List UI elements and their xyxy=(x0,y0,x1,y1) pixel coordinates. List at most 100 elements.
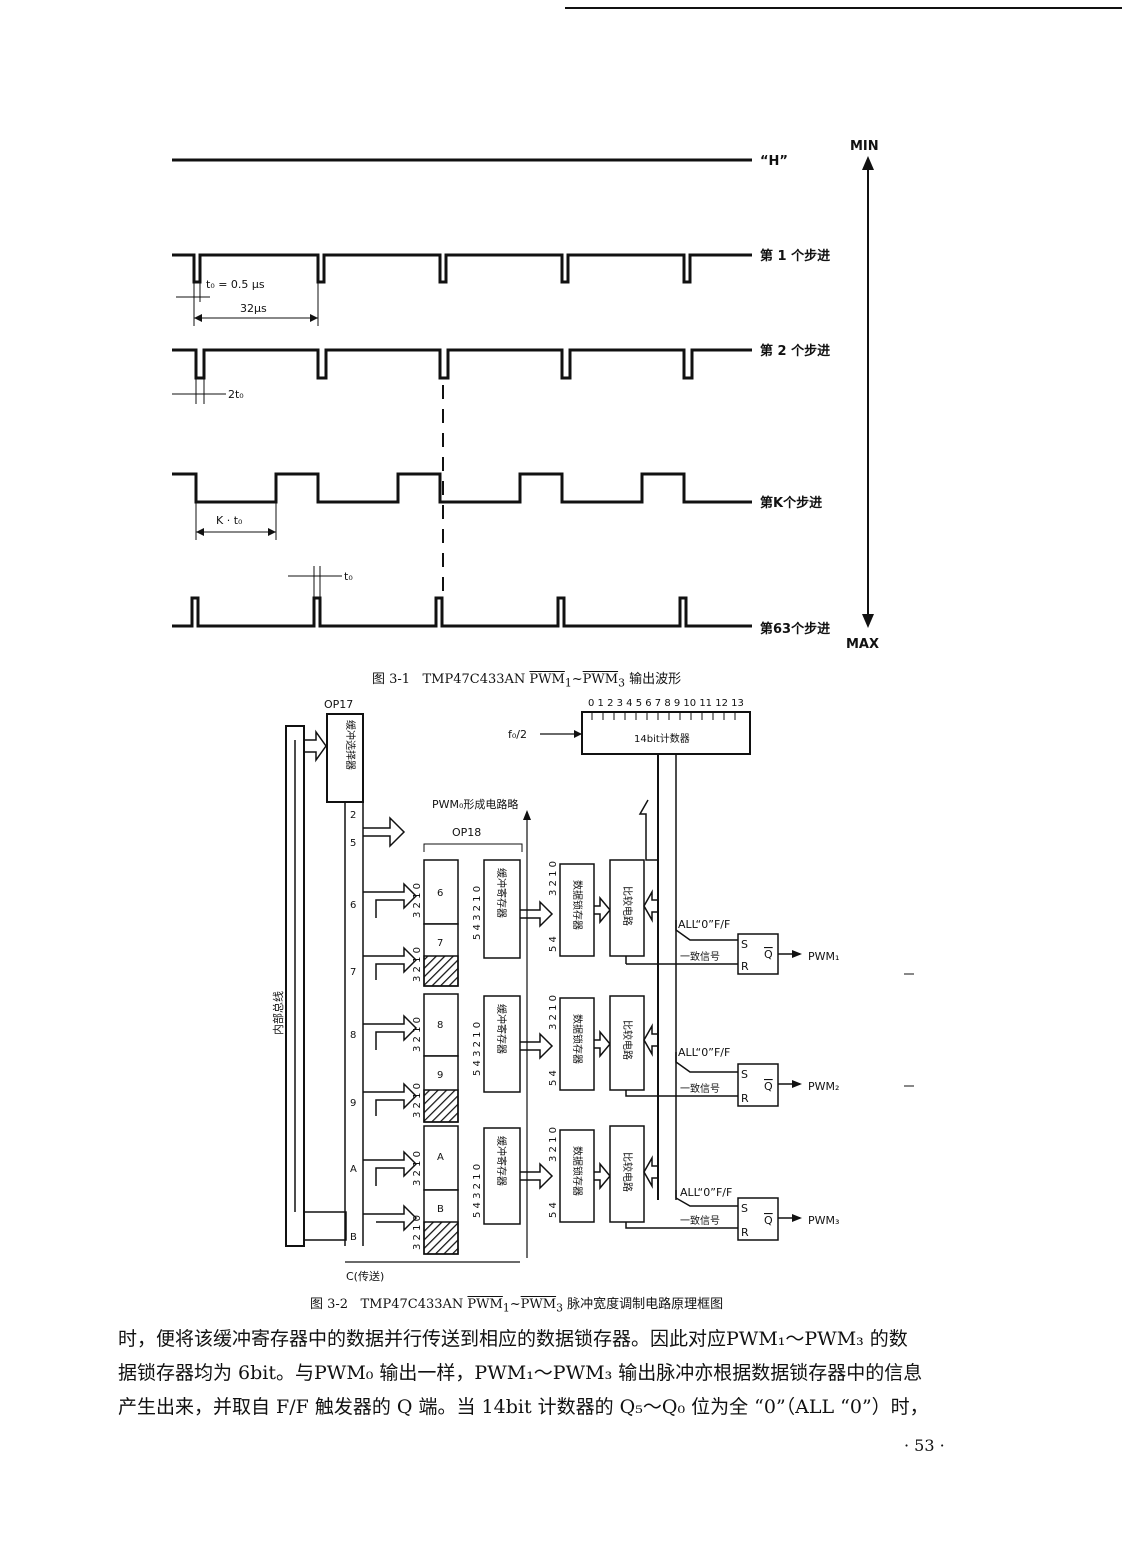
ch3-latch-bits-hi: 3 2 1 0 xyxy=(548,1127,559,1162)
ch1-bus-arrow-hi xyxy=(363,882,418,918)
ch2-all0-line xyxy=(675,1052,738,1073)
figure-3-1-waveforms: “H” MIN MAX 第 1 个步进 t₀ = 0.5 μs 32μs 第 2… xyxy=(172,7,1122,652)
ch3-bits-lo: 3 2 1 0 xyxy=(412,1215,423,1250)
ch1-ff-r: R xyxy=(741,960,749,973)
ch1-buf-bits: 5 4 3 2 1 0 xyxy=(472,886,483,940)
period-arrow-right xyxy=(310,314,318,322)
ch2-buffer-register-label: 缓冲寄存器 xyxy=(495,1004,508,1054)
bus-to-selector-arrow xyxy=(304,729,327,763)
ch1-buf-to-latch xyxy=(520,900,554,928)
reg-id-6: 6 xyxy=(437,888,443,899)
page-number: · 53 · xyxy=(904,1436,945,1455)
ch2-buffer-register xyxy=(483,995,521,1093)
two-t0-label: 2t₀ xyxy=(228,388,244,401)
ch2-buf-bits: 5 4 3 2 1 0 xyxy=(472,1022,483,1076)
ch1-buffer-register xyxy=(483,859,521,959)
ch1-all0-label: ALL“0”F/F xyxy=(678,918,730,931)
ch2-data-latch xyxy=(559,997,595,1091)
bus-tap-b: B xyxy=(350,1232,357,1243)
caption-2-tilde: ~ xyxy=(509,1297,521,1312)
step-63-label: 第63个步进 xyxy=(760,621,830,637)
ch2-output: PWM₂ xyxy=(808,1080,839,1093)
buffer-selector-label: 缓冲选择器 xyxy=(344,720,357,770)
counter-label: 14bit计数器 xyxy=(634,732,690,745)
ch1-data-latch xyxy=(559,863,595,957)
ch3-reg-a xyxy=(423,1125,459,1191)
ch3-bits-hi: 3 2 1 0 xyxy=(412,1151,423,1186)
ch2-compare-label: 比较电路 xyxy=(621,1020,634,1060)
channel-1 xyxy=(363,859,800,987)
ch3-ff xyxy=(737,1197,779,1241)
ch2-latch-to-cmp xyxy=(594,1029,611,1059)
step-k-label: 第K个步进 xyxy=(760,495,822,511)
ch2-bus-arrow-lo xyxy=(363,1082,418,1116)
counter-bus-arrow xyxy=(638,799,658,861)
ch1-ff-q: Q xyxy=(764,948,773,961)
reg-id-a: A xyxy=(437,1152,444,1163)
ch3-output: PWM₃ xyxy=(808,1214,839,1227)
waveform-step-k xyxy=(172,472,752,504)
ch2-latch-bits-hi: 3 2 1 0 xyxy=(548,995,559,1030)
ch2-ff-s: S xyxy=(741,1068,748,1081)
ch3-compare xyxy=(609,1125,645,1223)
ch2-data-latch-label: 数据锁存器 xyxy=(571,1014,584,1064)
counter-ticks xyxy=(591,712,736,720)
caption-1-sig2: PWM xyxy=(582,672,619,687)
waveform-step-1 xyxy=(172,253,752,284)
clock-input-arrow xyxy=(574,730,582,738)
ch1-all0-line xyxy=(675,920,738,941)
caption-1-chip: TMP47C433AN xyxy=(422,672,526,687)
ch3-buf-bits: 5 4 3 2 1 0 xyxy=(472,1164,483,1218)
ch3-latch-to-cmp xyxy=(594,1161,611,1191)
ch1-compare-label: 比较电路 xyxy=(621,886,634,926)
caption-1-sub1: 1 xyxy=(564,676,572,690)
ch2-reg-9-hatch xyxy=(423,1089,459,1123)
ch3-bus-arrow-hi xyxy=(363,1150,418,1186)
ch3-reg-b-hatch xyxy=(423,1221,459,1255)
bus-tap-5: 5 xyxy=(350,838,356,849)
ch3-buffer-register-label: 缓冲寄存器 xyxy=(495,1136,508,1186)
ch2-buf-to-latch xyxy=(520,1032,554,1060)
op18-label: OP18 xyxy=(452,826,481,839)
ch2-coinc-label: 一致信号 xyxy=(680,1082,720,1095)
step-2-label: 第 2 个步进 xyxy=(760,343,830,359)
t0-small-label: t₀ xyxy=(344,570,353,583)
waveform-step-2 xyxy=(172,348,752,380)
ch3-all0-line xyxy=(675,1190,738,1207)
ch3-all0-label: ALL“0”F/F xyxy=(680,1186,732,1199)
period-label: 32μs xyxy=(240,302,267,315)
channel-3 xyxy=(363,1125,800,1255)
kt0-arrow-right xyxy=(268,528,276,536)
bus-tap-8: 8 xyxy=(350,1030,356,1041)
body-line-1: 时，便将该缓冲寄存器中的数据并行传送到相应的数据锁存器。因此对应PWM₁～PWM… xyxy=(118,1328,908,1350)
ch2-out-arrow xyxy=(792,1080,802,1088)
ch3-ff-q: Q xyxy=(764,1214,773,1227)
ch3-buf-to-latch xyxy=(520,1162,554,1190)
clock-input-label: f₀/2 xyxy=(508,728,527,741)
ch2-ff xyxy=(737,1063,779,1107)
axis-min-label: MIN xyxy=(850,139,879,154)
figure-3-2-caption: 图 3-2 TMP47C433AN PWM1~PWM3 脉冲宽度调制电路原理框图 xyxy=(310,1293,830,1315)
bus-tap-6: 6 xyxy=(350,900,356,911)
ch1-coinc-label: 一致信号 xyxy=(680,950,720,963)
ch3-latch-bits-lo: 5 4 xyxy=(548,1202,559,1218)
ch2-coinc-line xyxy=(625,1090,738,1097)
figure-3-1-caption: 图 3-1 TMP47C433AN PWM1~PWM3 输出波形 xyxy=(372,668,792,690)
caption-2-prefix: 图 3-2 xyxy=(310,1297,349,1312)
ch2-latch-bits-lo: 5 4 xyxy=(548,1070,559,1086)
ch1-ff-s: S xyxy=(741,938,748,951)
caption-2-sub2: 3 xyxy=(556,1301,563,1315)
reg-id-9: 9 xyxy=(437,1070,443,1081)
reg-id-8: 8 xyxy=(437,1020,443,1031)
bus-tap-9: 9 xyxy=(350,1098,356,1109)
buffer-selector-box xyxy=(326,713,364,803)
ch2-counter-to-cmp xyxy=(643,1023,658,1057)
level-h-label: “H” xyxy=(760,154,788,169)
figure-3-2-block-diagram: 内部总线 OP17 缓冲选择器 2 5 6 7 8 9 A B C(传送) PW… xyxy=(271,698,914,1283)
ch1-latch-bits-lo: 5 4 xyxy=(548,936,559,952)
ch2-compare xyxy=(609,995,645,1091)
body-line-3: 产生出来，并取自 F/F 触发器的 Q 端。当 14bit 计数器的 Q₅～Q₀… xyxy=(118,1396,929,1418)
counter-box xyxy=(581,711,751,755)
ch3-data-latch xyxy=(559,1129,595,1223)
period-arrow-left xyxy=(194,314,202,322)
